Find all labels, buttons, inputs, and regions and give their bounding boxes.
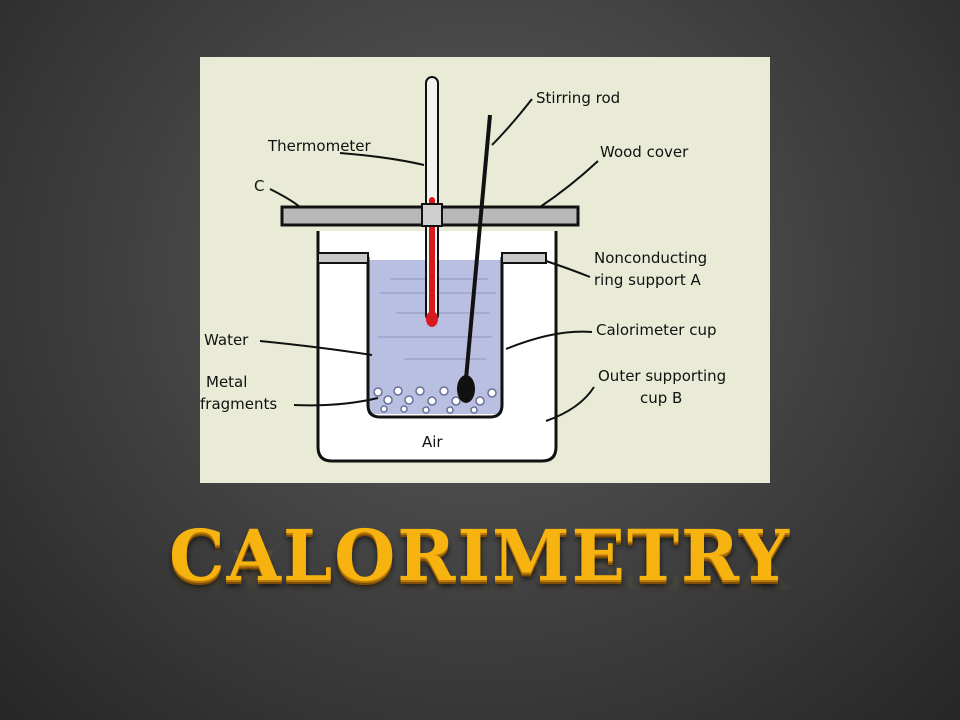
label-outer-cup-1: Outer supporting — [598, 367, 726, 385]
label-fragments: fragments — [200, 395, 277, 413]
label-water: Water — [204, 331, 249, 349]
leader-lines — [259, 98, 599, 422]
label-outer-cup-2: cup B — [640, 389, 682, 407]
label-thermometer: Thermometer — [267, 137, 372, 155]
label-nonconducting-2: ring support A — [594, 271, 701, 289]
label-stirring-rod: Stirring rod — [536, 89, 620, 107]
label-wood-cover: Wood cover — [600, 143, 689, 161]
thermometer-stopper — [421, 203, 443, 227]
calorimeter-diagram: Stirring rod Thermometer Wood cover C No… — [200, 57, 770, 483]
ring-support-left — [317, 252, 369, 264]
slide-title-reflection: CALORIMETRY — [168, 550, 792, 604]
slide-title: CALORIMETRY — [168, 514, 792, 597]
label-air: Air — [422, 433, 443, 451]
stirring-rod — [464, 114, 492, 380]
calorimeter-drawing: Stirring rod Thermometer Wood cover C No… — [200, 76, 726, 463]
calorimeter-cup — [366, 257, 504, 419]
label-nonconducting-1: Nonconducting — [594, 249, 707, 267]
label-calorimeter-cup: Calorimeter cup — [596, 321, 717, 339]
ring-support-right — [501, 252, 547, 264]
label-metal: Metal — [206, 373, 247, 391]
label-c: C — [254, 177, 264, 195]
